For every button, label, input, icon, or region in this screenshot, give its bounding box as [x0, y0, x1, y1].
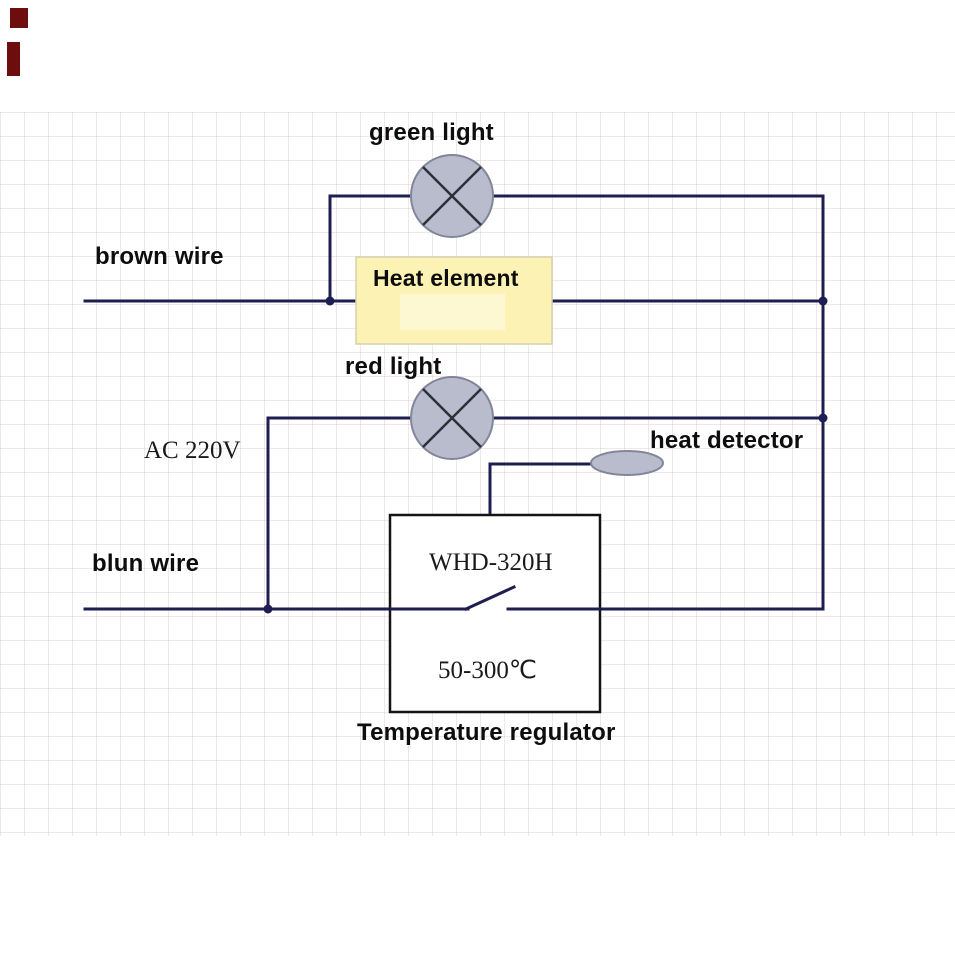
- junction-dot-rail-brown: [818, 296, 828, 306]
- temperature-regulator-box: [388, 513, 602, 714]
- heat-element-highlight: [400, 294, 505, 330]
- brown-wire-label: brown wire: [95, 243, 224, 270]
- green-lamp-cross-2: [422, 166, 482, 226]
- heat-detector-icon: [590, 450, 664, 476]
- heat-detector-label: heat detector: [650, 427, 804, 454]
- switch-blade: [464, 585, 516, 611]
- corner-artifact-2: [7, 42, 20, 76]
- ac-voltage-label: AC 220V: [144, 437, 241, 464]
- junction-dot-rail-red: [818, 413, 828, 423]
- regulator-model-label: WHD-320H: [429, 549, 553, 576]
- junction-dot-brown-green: [325, 296, 335, 306]
- red-lamp-cross-2: [422, 388, 482, 448]
- corner-artifact-1: [10, 8, 28, 28]
- regulator-caption-label: Temperature regulator: [357, 719, 616, 746]
- heat-element-label: Heat element: [373, 265, 519, 291]
- red-light-label: red light: [345, 353, 442, 380]
- grid-background: [0, 112, 955, 836]
- junction-dot-blue-red: [263, 604, 273, 614]
- green-light-label: green light: [369, 119, 494, 146]
- temp-range-label: 50-300℃: [438, 657, 537, 684]
- blue-wire-label: blun wire: [92, 550, 200, 577]
